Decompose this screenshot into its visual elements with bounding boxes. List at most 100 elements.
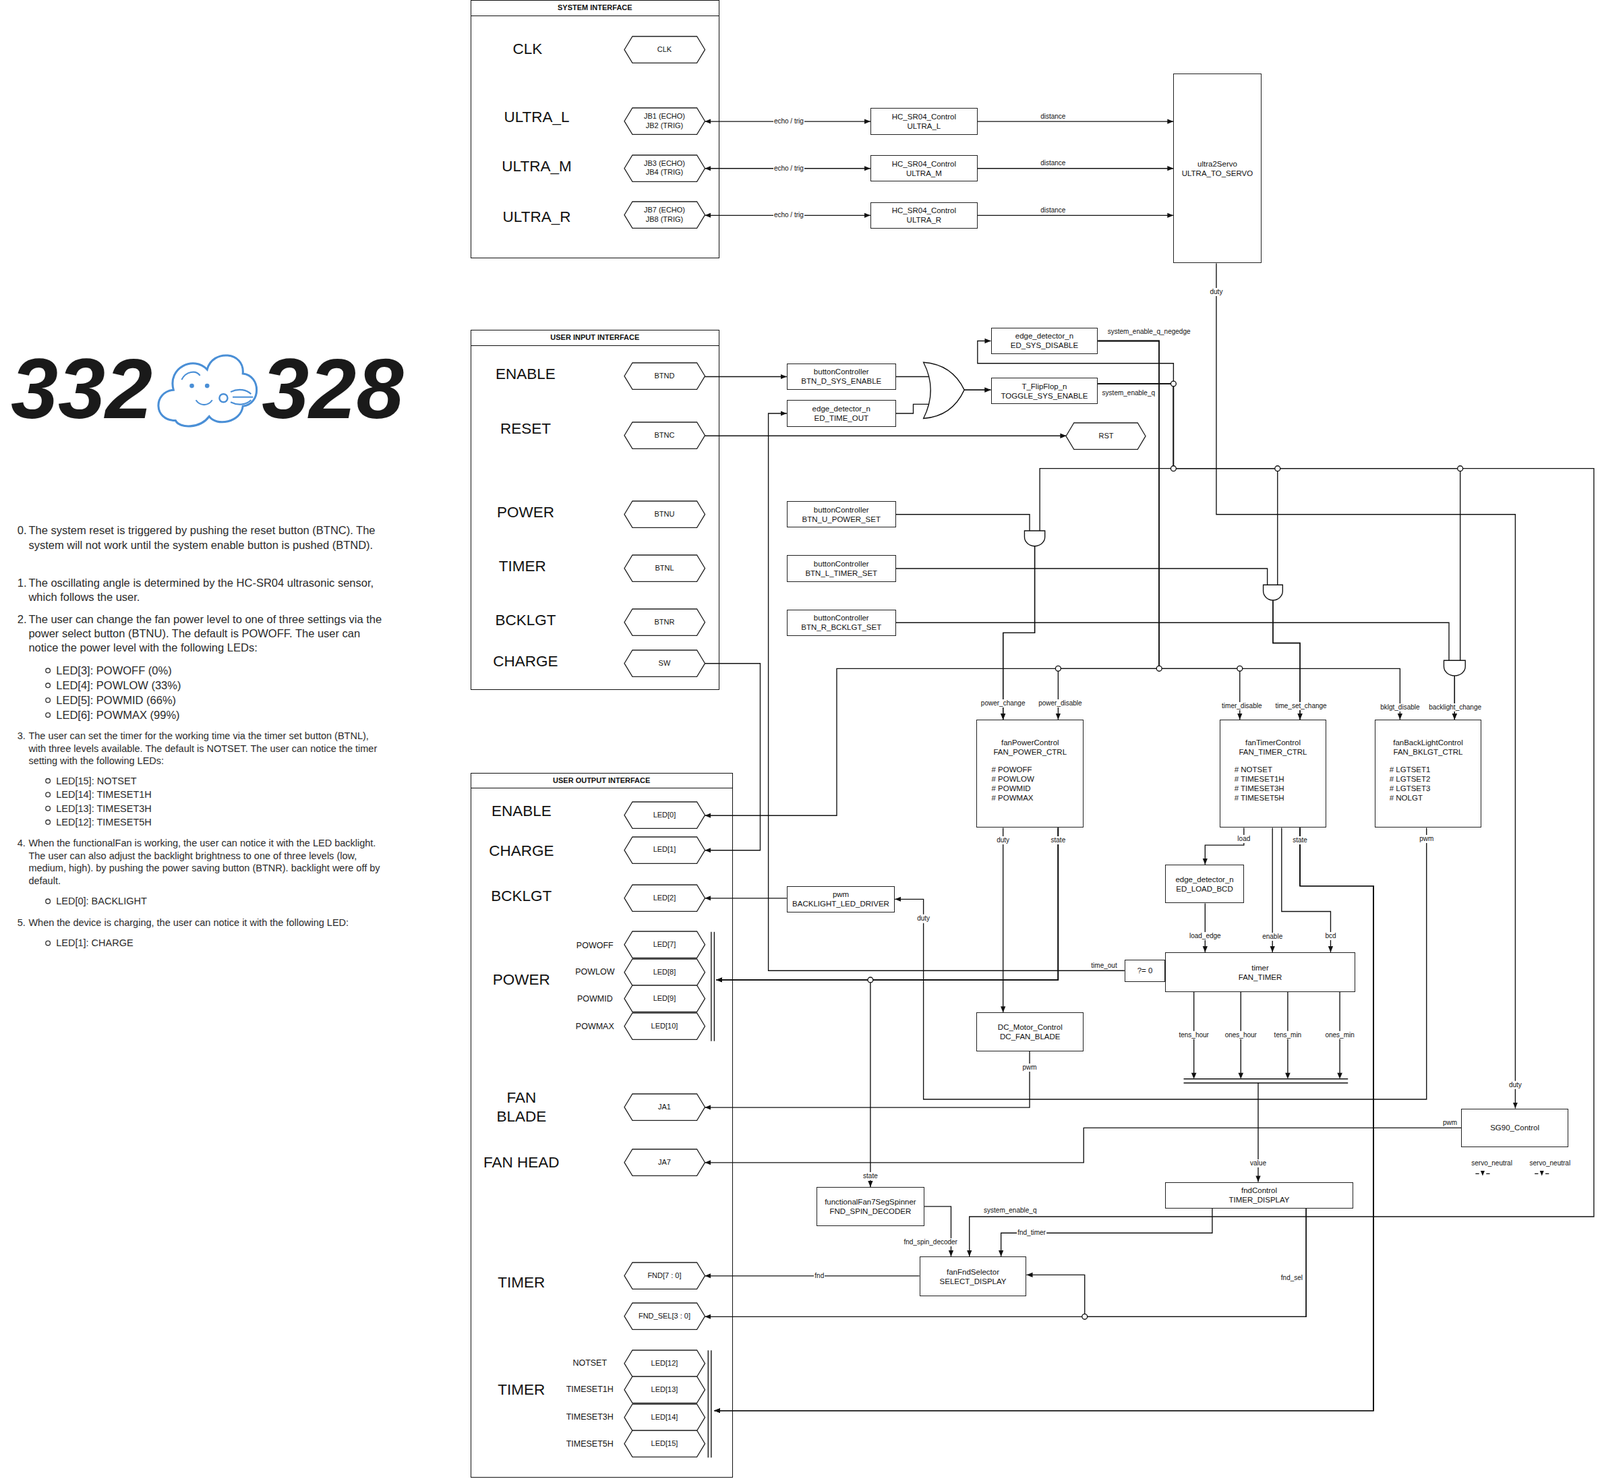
group-bracket [714,931,715,1042]
signal-label: state [1050,836,1067,845]
module-name: fanTimerControl [1245,737,1301,748]
port-content: JB1 (ECHO)JB2 (TRIG) [624,107,706,135]
led-name: TIMESET1H [566,1384,614,1396]
module-name: fanPowerControl [1001,737,1060,748]
note-text: 5. [17,916,26,930]
signal-wire [704,897,787,899]
port-name: LED[0] [653,810,677,820]
interface-label: POWER [496,502,555,522]
hexagon-shape [624,608,706,636]
port-name: CLK [657,45,672,54]
signal-label: distance [1039,112,1066,121]
port-content: BTNL [624,554,706,582]
module-box: HC_SR04_ControlULTRA_R [870,202,978,229]
module-content: buttonControllerBTN_L_TIMER_SET [787,555,896,581]
interface-label: CLK [513,39,543,59]
port-content: JA7 [624,1148,706,1176]
interface-label: ULTRA_L [503,107,570,127]
module-name: ULTRA_R [906,215,942,225]
hexagon-shape [624,1262,706,1289]
signal-wire [924,1206,951,1257]
port-name: BTNL [654,563,674,573]
port-name: SW [658,658,671,668]
port-hexagon: LED[1] [624,836,706,864]
module-content: fanFndSelectorSELECT_DISPLAY [920,1256,1027,1296]
signal-wire [1002,827,1004,1013]
hexagon-shape [624,931,706,958]
module-name: TOGGLE_SYS_ENABLE [1001,391,1089,401]
and-gate [1263,584,1284,601]
cloud-brow [181,372,200,380]
port-hexagon: BTNR [624,608,706,636]
port-hexagon: FND[7 : 0] [624,1262,706,1289]
module-name: ED_LOAD_BCD [1175,883,1233,894]
note-text: The user can change the fan power level … [28,612,388,655]
port-name: JB8 (TRIG) [645,215,684,224]
note-text: LED[5]: POWMID (66%) [55,693,176,708]
port-name: LED[12] [651,1358,679,1368]
module-name: edge_detector_n [812,403,871,414]
wind-lines [230,389,253,405]
port-content: FND[7 : 0] [624,1262,706,1289]
port-name: FND_SEL[3 : 0] [638,1311,691,1321]
hexagon-shape [624,1376,706,1403]
signal-wire [716,827,1058,980]
module-content: pwmBACKLIGHT_LED_DRIVER [787,886,895,912]
note-text: The system reset is triggered by pushing… [28,523,388,552]
module-name: BACKLIGHT_LED_DRIVER [792,898,890,909]
state-name: # POWOFF [991,764,1033,775]
port-content: FND_SEL[3 : 0] [624,1302,706,1329]
port-name: LED[9] [653,993,677,1003]
list-bullet [45,668,51,673]
port-hexagon: BTNL [624,554,706,582]
state-name: # NOTSET [1234,764,1273,775]
module-name: FAN_POWER_CTRL [993,747,1067,757]
list-bullet [45,898,51,904]
signal-label: timer_disable [1221,701,1263,710]
port-content: LED[0] [624,801,706,828]
module-name: HC_SR04_Control [892,111,957,122]
port-hexagon: LED[12] [624,1349,706,1377]
port-hexagon: JB7 (ECHO)JB8 (TRIG) [624,201,706,228]
led-name: TIMESET5H [566,1438,614,1450]
logo-cloud [158,355,257,427]
bus-arrowhead [1285,1072,1291,1079]
module-content: edge_detector_nED_LOAD_BCD [1165,865,1244,903]
module-name: buttonController [813,505,870,515]
signal-label: echo / trig [773,211,805,220]
list-bullet [45,792,51,797]
port-name: FND[7 : 0] [647,1270,681,1280]
hexagon-shape [624,836,706,864]
signal-label: tens_min [1273,1030,1303,1040]
signal-wire [714,827,1374,1410]
signal-label: enable [1261,932,1284,941]
hexagon-shape [624,1403,706,1431]
note-text: LED[6]: POWMAX (99%) [55,707,180,723]
module-content: buttonControllerBTN_U_POWER_SET [787,501,896,527]
port-hexagon: LED[15] [624,1430,706,1457]
port-content: CLK [624,36,706,63]
hexagon-shape [624,958,706,986]
interface-label: BCKLGT [490,886,552,906]
junction-dot [1055,665,1061,671]
module-box: buttonControllerBTN_D_SYS_ENABLE [786,363,897,390]
port-hexagon: LED[13] [624,1376,706,1403]
interface-label: ULTRA_R [502,207,572,227]
module-name: ED_SYS_DISABLE [1010,340,1079,350]
signal-wire [704,1208,1307,1317]
junction-dot [1275,465,1281,472]
module-content: buttonControllerBTN_R_BCKLGT_SET [787,610,896,636]
signal-wire [896,622,1456,720]
signal-label: tens_hour [1177,1030,1209,1040]
port-name: LED[1] [653,844,677,854]
group-bracket [710,931,712,1042]
state-name: # POWMAX [991,792,1034,803]
port-name: JA7 [658,1157,671,1167]
junction-dot [1237,665,1243,671]
controller-box: fanPowerControlFAN_POWER_CTRL # POWOFF # P… [976,719,1084,828]
controller-content: fanBackLightControlFAN_BKLGT_CTRL# LGTSE… [1375,720,1482,827]
port-content: BTNC [624,422,706,449]
signal-label: echo / trig [773,164,805,173]
list-bullet [45,819,51,825]
signal-wire [977,215,1174,216]
